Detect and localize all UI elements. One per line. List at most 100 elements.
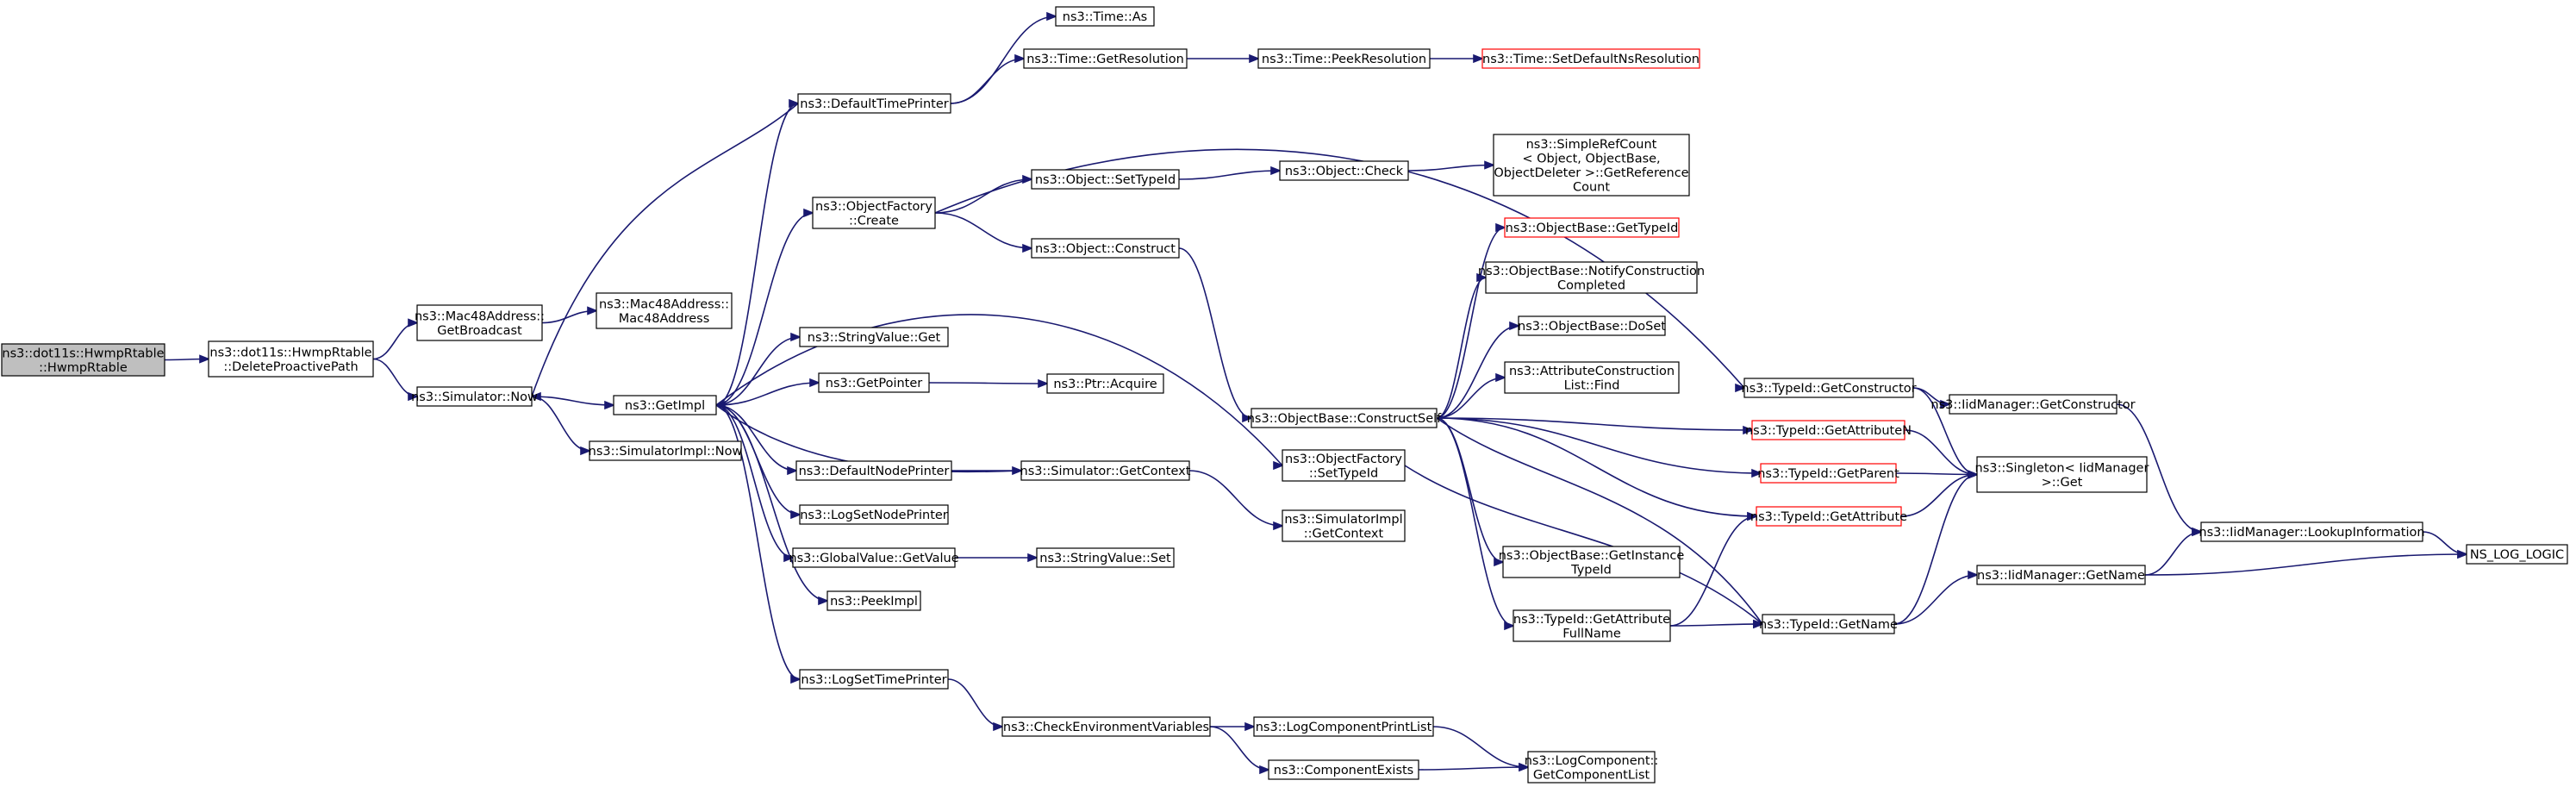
- node-n1[interactable]: ns3::dot11s::HwmpRtable::DeleteProactive…: [208, 340, 374, 378]
- node-label: ns3::LogSetNodePrinter: [800, 509, 948, 522]
- node-n44[interactable]: ns3::TypeId::GetName: [1759, 614, 1898, 634]
- node-n8[interactable]: ns3::ObjectFactory::Create: [812, 197, 936, 229]
- node-n9[interactable]: ns3::StringValue::Get: [799, 327, 949, 347]
- edge-n23-to-n30: [1209, 726, 1271, 775]
- node-n49[interactable]: NS_LOG_LOGIC: [2466, 544, 2568, 565]
- node-n34[interactable]: ns3::ObjectBase::NotifyConstructionCompl…: [1478, 261, 1705, 294]
- edge-n5-to-n11: [715, 404, 799, 476]
- node-box: [826, 590, 921, 611]
- node-label: ns3::LogSetTimePrinter: [801, 673, 946, 687]
- node-n47[interactable]: ns3::IidManager::GetName: [1976, 565, 2146, 585]
- node-n6[interactable]: ns3::SimulatorImpl::Now: [589, 440, 743, 461]
- node-n19[interactable]: ns3::Object::Construct: [1031, 238, 1180, 259]
- edge-line: [934, 178, 1032, 214]
- node-n3[interactable]: ns3::Simulator::Now: [411, 386, 538, 407]
- edge-n26-to-n44: [1436, 417, 1765, 629]
- node-n28[interactable]: ns3::SimulatorImpl::GetContext: [1282, 509, 1406, 542]
- node-box: [1481, 48, 1700, 69]
- arrowhead: [1747, 511, 1759, 521]
- node-label: ns3::DefaultNodePrinter: [799, 465, 950, 478]
- node-box: [799, 327, 949, 347]
- node-n25[interactable]: ns3::Object::Check: [1279, 160, 1409, 181]
- node-n17[interactable]: ns3::Time::GetResolution: [1023, 48, 1188, 69]
- node-n15[interactable]: ns3::LogSetTimePrinter: [799, 669, 949, 690]
- arrowhead: [408, 318, 420, 328]
- arrowhead: [1743, 425, 1755, 435]
- node-n21[interactable]: ns3::Simulator::GetContext: [1020, 460, 1191, 481]
- edge-line: [1904, 429, 1978, 476]
- edge-line: [715, 404, 801, 680]
- arrowhead: [1735, 383, 1747, 393]
- node-label: ns3::Simulator::Now: [411, 390, 538, 404]
- arrowhead: [1753, 619, 1765, 629]
- node-n24[interactable]: ns3::Time::PeekResolution: [1257, 48, 1431, 69]
- arrowhead: [790, 332, 802, 342]
- node-label: ns3::GetImpl: [625, 399, 705, 413]
- node-n16[interactable]: ns3::Time::As: [1055, 6, 1155, 27]
- node-label: ns3::Time::GetResolution: [1026, 53, 1184, 66]
- edge-n5-to-n10: [715, 378, 821, 406]
- edge-n7-to-n3: [529, 103, 799, 402]
- node-n14[interactable]: ns3::PeekImpl: [826, 590, 921, 611]
- node-n43[interactable]: ns3::TypeId::GetAttribute: [1750, 506, 1907, 527]
- edge-n19-to-n26: [1178, 247, 1254, 423]
- edge-n8-to-n19: [934, 212, 1034, 253]
- node-n11[interactable]: ns3::DefaultNodePrinter: [795, 460, 952, 481]
- node-box: [1504, 361, 1680, 394]
- node-label: ns3::IidManager::LookupInformation: [2199, 526, 2424, 540]
- node-box: [795, 460, 952, 481]
- edge-line: [1178, 247, 1252, 419]
- node-n39[interactable]: ns3::LogComponent::GetComponentList: [1525, 751, 1659, 784]
- node-box: [792, 547, 956, 568]
- node-n7[interactable]: ns3::DefaultTimePrinter: [797, 93, 951, 114]
- node-n13[interactable]: ns3::GlobalValue::GetValue: [789, 547, 959, 568]
- edge-line: [947, 678, 1003, 727]
- node-box: [1527, 751, 1656, 784]
- node-label: Completed: [1557, 278, 1625, 292]
- node-n29[interactable]: ns3::LogComponentPrintList: [1253, 716, 1434, 737]
- node-n30[interactable]: ns3::ComponentExists: [1268, 759, 1419, 780]
- node-n27[interactable]: ns3::ObjectFactory::SetTypeId: [1282, 449, 1406, 482]
- edge-line: [1436, 377, 1506, 419]
- node-label: ns3::CheckEnvironmentVariables: [1003, 721, 1209, 734]
- node-label: ns3::dot11s::HwmpRtable: [209, 346, 371, 359]
- node-n23[interactable]: ns3::CheckEnvironmentVariables: [1001, 716, 1211, 737]
- node-n41[interactable]: ns3::TypeId::GetAttributeN: [1745, 420, 1912, 440]
- node-label: ns3::Time::As: [1063, 10, 1147, 24]
- node-n40[interactable]: ns3::TypeId::GetConstructor: [1741, 378, 1917, 398]
- node-box: [1485, 261, 1698, 294]
- node-box: [596, 292, 733, 329]
- node-n48[interactable]: ns3::IidManager::LookupInformation: [2199, 521, 2425, 542]
- node-n46[interactable]: ns3::Singleton< IidManager >::Get: [1975, 456, 2149, 493]
- node-box: [1257, 48, 1431, 69]
- edge-line: [1404, 465, 1763, 625]
- node-n32[interactable]: ns3::SimpleRefCount< Object, ObjectBase,…: [1493, 134, 1690, 197]
- node-n22[interactable]: ns3::StringValue::Set: [1036, 547, 1175, 568]
- arrowhead: [408, 391, 420, 402]
- node-n33[interactable]: ns3::ObjectBase::GetTypeId: [1504, 217, 1680, 238]
- node-n45[interactable]: ns3::IidManager::GetConstructor: [1930, 394, 2136, 415]
- node-n18[interactable]: ns3::Object::SetTypeId: [1031, 169, 1180, 190]
- node-n2[interactable]: ns3::Mac48Address::GetBroadcast: [415, 304, 545, 341]
- arrowhead: [199, 354, 211, 364]
- node-box: [1251, 408, 1438, 428]
- node-n4[interactable]: ns3::Mac48Address::Mac48Address: [596, 292, 733, 329]
- nodes-layer: ns3::dot11s::HwmpRtable::HwmpRtablens3::…: [1, 6, 2568, 784]
- node-n10[interactable]: ns3::GetPointer: [818, 372, 930, 393]
- arrowhead: [1046, 11, 1058, 22]
- edge-line: [1436, 417, 1757, 517]
- arrowhead: [1484, 160, 1496, 170]
- node-n26[interactable]: ns3::ObjectBase::ConstructSelf: [1247, 408, 1442, 428]
- node-box: [1046, 373, 1164, 394]
- node-n5[interactable]: ns3::GetImpl: [613, 395, 717, 415]
- node-n20[interactable]: ns3::Ptr::Acquire: [1046, 373, 1164, 394]
- node-n12[interactable]: ns3::LogSetNodePrinter: [799, 504, 949, 525]
- node-n42[interactable]: ns3::TypeId::GetParent: [1757, 463, 1899, 484]
- edge-line: [1893, 473, 1978, 625]
- node-n35[interactable]: ns3::ObjectBase::DoSet: [1518, 315, 1666, 336]
- arrowhead: [529, 391, 541, 402]
- node-n31[interactable]: ns3::Time::SetDefaultNsResolution: [1481, 48, 1700, 69]
